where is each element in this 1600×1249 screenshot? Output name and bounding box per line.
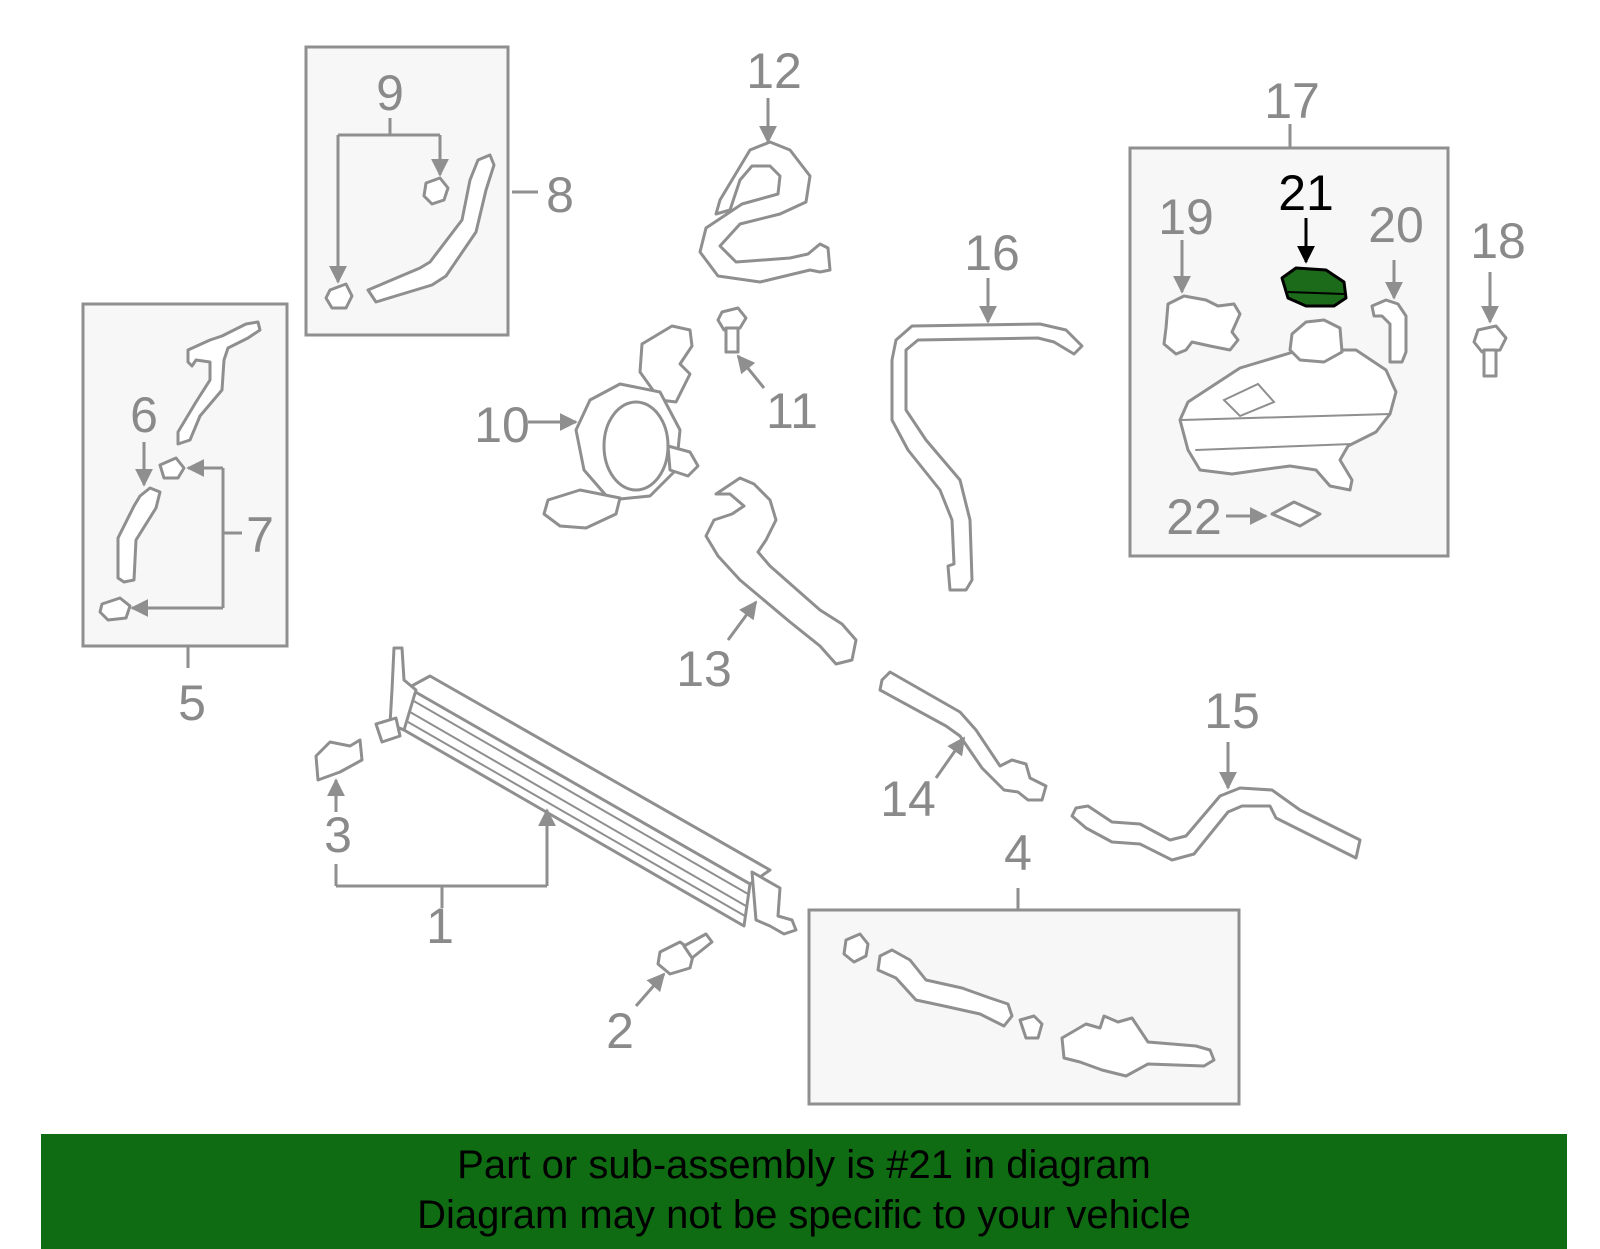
callout-4: 4 <box>1004 825 1032 881</box>
callout-9: 9 <box>376 65 404 121</box>
callout-5: 5 <box>178 675 206 731</box>
hose-8 <box>324 153 496 310</box>
banner-line-2: Diagram may not be specific to your vehi… <box>417 1193 1191 1237</box>
hose-19 <box>1162 294 1242 356</box>
leader-6-7 <box>130 442 242 668</box>
callout-21: 21 <box>1278 165 1334 221</box>
callout-18: 18 <box>1470 213 1526 269</box>
bolt-11 <box>716 306 748 354</box>
pump-10 <box>542 324 700 530</box>
callout-3: 3 <box>324 807 352 863</box>
bolt-18 <box>1472 324 1508 378</box>
clip-3 <box>314 738 364 782</box>
leader-14 <box>934 736 966 779</box>
callout-17: 17 <box>1264 73 1320 129</box>
hose-5 <box>98 320 262 622</box>
hose-13 <box>704 476 858 666</box>
pad-22 <box>1270 500 1322 528</box>
callout-2: 2 <box>606 1003 634 1059</box>
bolt-2 <box>656 932 714 976</box>
callout-8: 8 <box>546 167 574 223</box>
leader-1-3 <box>327 778 556 908</box>
callout-22: 22 <box>1166 489 1222 545</box>
group-box-4 <box>807 908 1241 1106</box>
group-box-5 <box>81 302 289 648</box>
callout-15: 15 <box>1204 683 1260 739</box>
hose-20 <box>1370 298 1408 364</box>
hose-12 <box>698 140 832 284</box>
hose-4 <box>842 932 1216 1078</box>
callout-1: 1 <box>426 898 454 954</box>
callout-14: 14 <box>880 771 936 827</box>
info-banner: Part or sub-assembly is #21 in diagram D… <box>41 1134 1567 1249</box>
tube-15 <box>1070 786 1362 862</box>
leader-2 <box>634 972 666 1007</box>
callout-20: 20 <box>1368 197 1424 253</box>
tube-16 <box>890 322 1084 592</box>
callout-6: 6 <box>130 387 158 443</box>
callout-12: 12 <box>746 43 802 99</box>
leader-11 <box>736 354 766 389</box>
leader-9 <box>329 118 449 284</box>
callout-7: 7 <box>246 507 274 563</box>
callout-11: 11 <box>766 383 818 439</box>
cap-21 <box>1280 266 1348 308</box>
callout-10: 10 <box>474 397 530 453</box>
banner-line-1: Part or sub-assembly is #21 in diagram <box>457 1143 1151 1187</box>
leader-13 <box>726 600 758 641</box>
callout-19: 19 <box>1158 189 1214 245</box>
tube-14 <box>878 670 1048 802</box>
callout-16: 16 <box>964 225 1020 281</box>
callout-13: 13 <box>676 641 732 697</box>
reservoir <box>1178 318 1398 492</box>
radiator-1 <box>374 646 798 936</box>
